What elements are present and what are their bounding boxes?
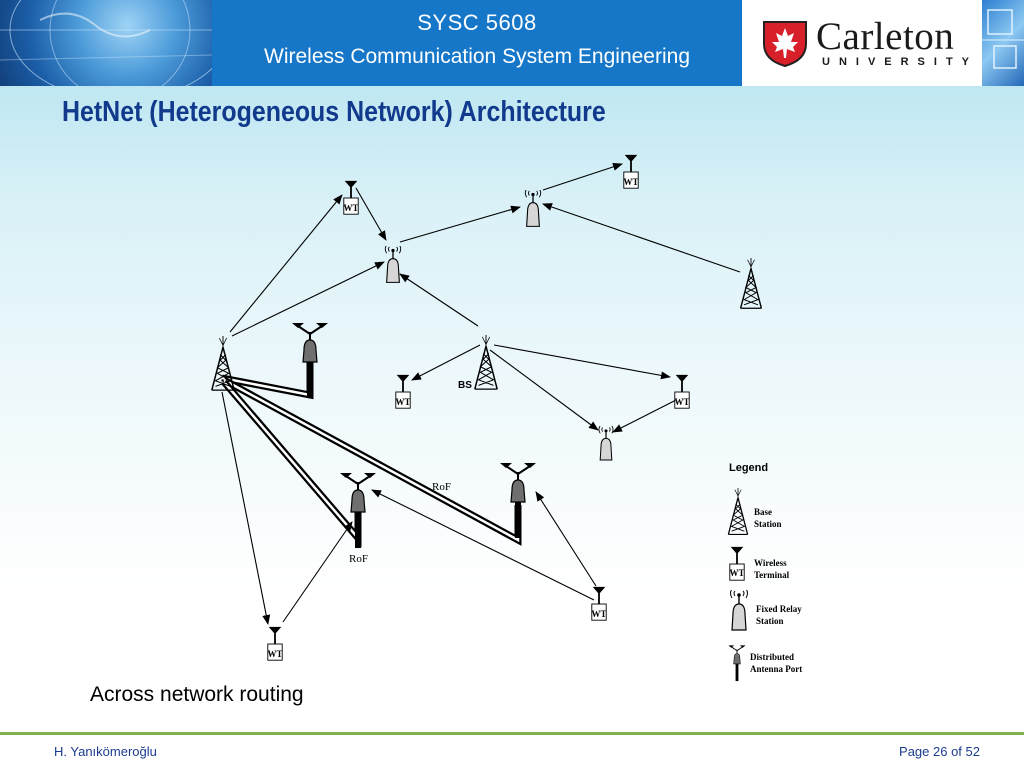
link-bs-to-wt-right	[493, 344, 671, 380]
base-station-center-icon	[474, 334, 498, 390]
rof-label: RoF	[432, 481, 451, 493]
base-station-right-icon	[739, 257, 763, 310]
slide-caption: Across network routing	[90, 683, 304, 706]
fixed-relay-icon	[384, 246, 402, 284]
legend-dap-icon	[727, 644, 747, 682]
legend-base-station-icon	[727, 487, 749, 536]
slide-background	[0, 86, 1024, 732]
link-bs-to-relay	[399, 273, 479, 327]
wt-label: WT	[343, 203, 358, 213]
course-heading: SYSC 5608 Wireless Communication System …	[212, 0, 742, 69]
link-wt-to-relay-low	[612, 397, 681, 433]
course-code: SYSC 5608	[417, 10, 537, 35]
wireless-links	[221, 163, 741, 625]
link-wt-to-dap-right	[535, 491, 597, 587]
legend-wt-line1: Wireless	[754, 558, 787, 568]
legend: Legend Base Station WT Wireless Terminal…	[727, 462, 802, 682]
legend-dap-line1: Distributed	[750, 652, 794, 662]
rof-links	[221, 345, 522, 548]
footer-page-number: Page 26 of 52	[899, 744, 980, 759]
link-bs-to-relay-low	[489, 349, 599, 431]
legend-wt-label: WT	[729, 568, 744, 578]
university-logo	[742, 0, 982, 86]
circuit-graphic	[982, 0, 1024, 86]
wt-label: WT	[623, 177, 638, 187]
legend-relay-line1: Fixed Relay	[756, 604, 802, 614]
link-right-tower-to-relay	[542, 203, 741, 273]
legend-base-line1: Base	[754, 507, 772, 517]
globe-graphic	[0, 0, 212, 86]
link-relay-to-relay	[399, 205, 521, 243]
legend-title: Legend	[729, 462, 768, 474]
footer-author: H. Yanıkömeroğlu	[54, 744, 157, 759]
header-bar: SYSC 5608 Wireless Communication System …	[0, 0, 1024, 86]
legend-relay-icon	[729, 590, 749, 631]
logo-subtitle: UNIVERSITY	[822, 56, 979, 68]
link-bs-to-wt-left	[411, 344, 481, 381]
link-left-tower-to-wt	[229, 194, 343, 333]
wt-label: WT	[395, 397, 410, 407]
wt-label: WT	[267, 649, 282, 659]
slide-title: HetNet (Heterogeneous Network) Architect…	[62, 96, 606, 128]
rof-label: RoF	[349, 553, 368, 565]
link-wt-to-dap	[371, 489, 595, 601]
link-left-tower-to-bottom-wt	[221, 391, 271, 625]
distributed-antenna-icon	[499, 462, 537, 539]
logo-wordmark: Carleton	[816, 15, 955, 58]
link-bottom-wt-to-dap	[282, 521, 353, 623]
legend-relay-line2: Station	[756, 616, 784, 626]
legend-base-line2: Station	[754, 519, 782, 529]
wt-label: WT	[674, 397, 689, 407]
legend-wt-line2: Terminal	[754, 570, 790, 580]
link-left-tower-to-relay	[231, 261, 385, 337]
legend-dap-line2: Antenna Port	[750, 664, 802, 674]
fixed-relay-icon	[524, 190, 542, 228]
bs-label: BS	[458, 380, 472, 391]
distributed-antenna-icon	[339, 472, 377, 549]
fixed-relay-icon	[598, 426, 614, 461]
distributed-antenna-icon	[291, 322, 329, 399]
footer-divider	[0, 732, 1024, 735]
maple-leaf-shield-icon	[763, 21, 807, 68]
link-relay-to-top-wt	[542, 163, 623, 191]
wt-label: WT	[591, 609, 606, 619]
link-wt-to-relay	[355, 187, 387, 241]
course-name: Wireless Communication System Engineerin…	[264, 45, 690, 68]
